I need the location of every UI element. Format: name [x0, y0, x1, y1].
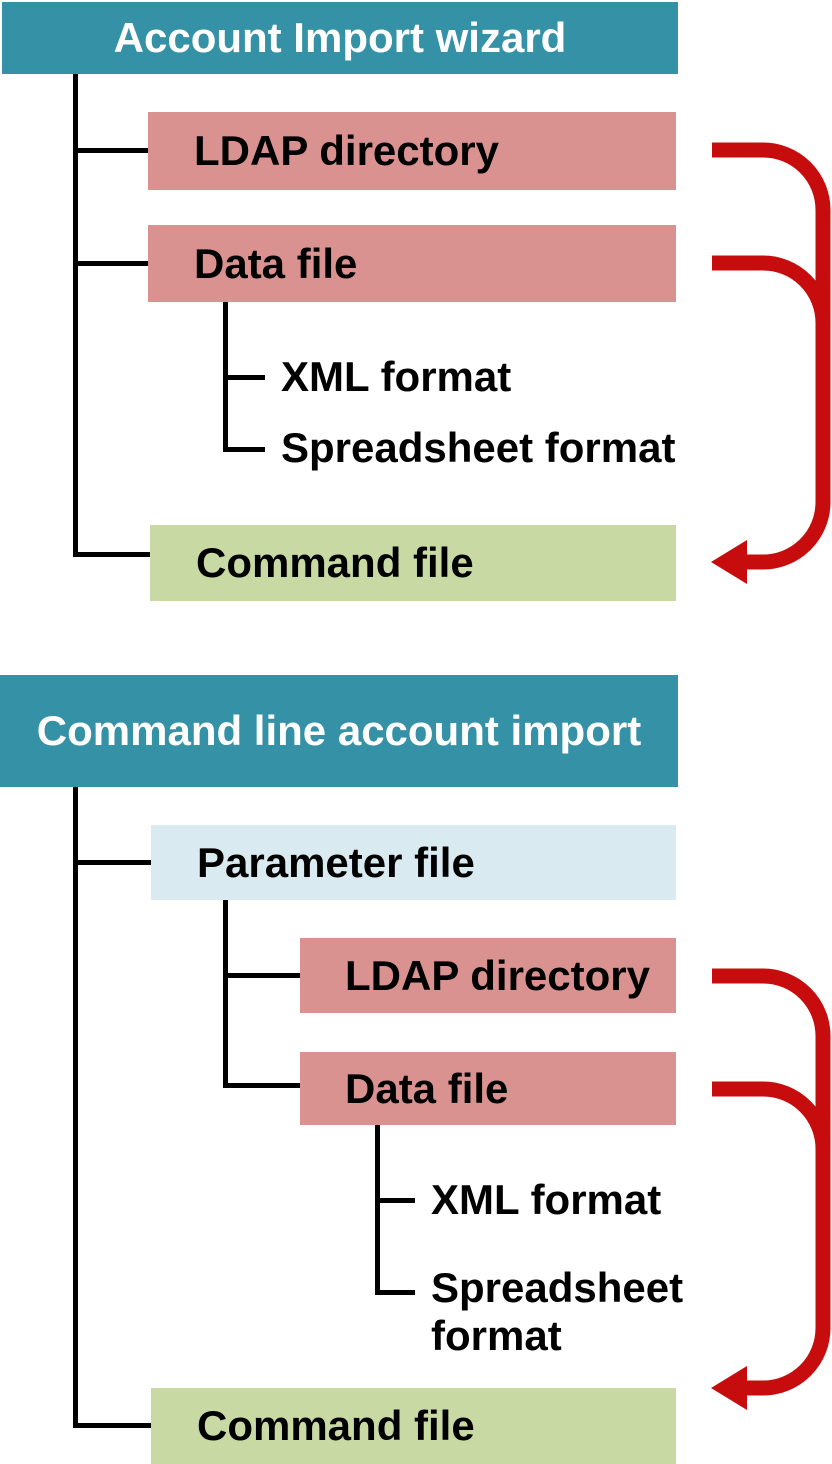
tree-branch-line [375, 1125, 380, 1295]
tree-trunk-line [73, 787, 78, 1428]
tree-connector-line [73, 261, 148, 266]
tree-trunk-line [73, 74, 78, 557]
wizard-diagram-title: Account Import wizard [2, 2, 678, 74]
node-spreadsheet-format: Spreadsheet format [281, 424, 676, 471]
tree-connector-line [223, 1083, 300, 1088]
node-data-file: Data file [300, 1052, 676, 1125]
tree-connector-line [223, 973, 300, 978]
node-parameter-file: Parameter file [151, 825, 676, 900]
node-ldap-directory: LDAP directory [300, 938, 676, 1013]
node-spreadsheet-format: Spreadsheet format [431, 1264, 684, 1359]
flow-arrow-datafile-branch [712, 255, 831, 328]
flow-arrow-ldap-to-command [712, 142, 831, 570]
node-xml-format: XML format [431, 1176, 662, 1223]
node-ldap-directory: LDAP directory [148, 112, 676, 190]
tree-connector-line [375, 1290, 415, 1295]
tree-connector-line [73, 552, 150, 557]
node-data-file: Data file [148, 225, 676, 302]
node-command-file: Command file [150, 525, 676, 601]
tree-connector-line [223, 375, 265, 380]
tree-connector-line [73, 860, 151, 865]
tree-connector-line [223, 447, 265, 452]
flow-arrow-datafile-branch [712, 1081, 831, 1154]
arrowhead-icon [711, 540, 747, 584]
cli-diagram-title: Command line account import [0, 675, 678, 787]
tree-branch-line [223, 900, 228, 1088]
tree-connector-line [375, 1198, 415, 1203]
node-command-file: Command file [151, 1388, 676, 1464]
tree-connector-line [73, 1423, 151, 1428]
arrowhead-icon [711, 1366, 747, 1410]
node-xml-format: XML format [281, 353, 512, 400]
tree-connector-line [73, 148, 148, 153]
